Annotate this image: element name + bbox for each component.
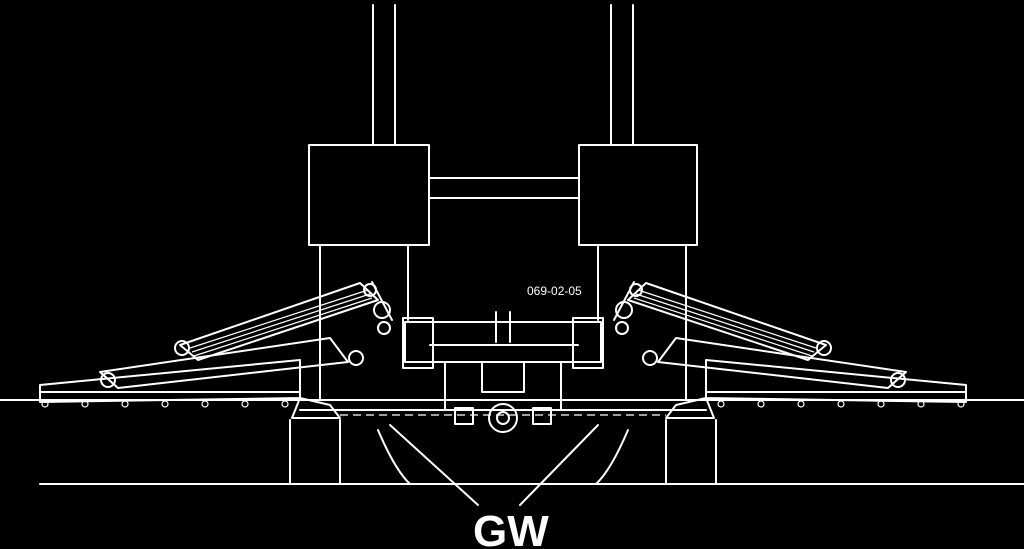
central-frame [402, 311, 604, 369]
right-arm-assembly [613, 281, 967, 419]
left-deck-rollers [41, 400, 289, 408]
right-deck-rollers [717, 400, 965, 408]
gw-callout-label: GW [473, 507, 549, 549]
drawing-code: 069-02-05 [527, 284, 582, 298]
left-spring-coil [189, 289, 373, 357]
foundation [289, 361, 717, 485]
upper-blocks [308, 144, 698, 246]
masts [372, 4, 634, 146]
callout-leaders [389, 424, 599, 506]
left-arm-assembly [39, 281, 393, 419]
ground-lines [0, 399, 1024, 485]
lower-columns [319, 244, 687, 401]
right-spring-coil [633, 289, 817, 357]
